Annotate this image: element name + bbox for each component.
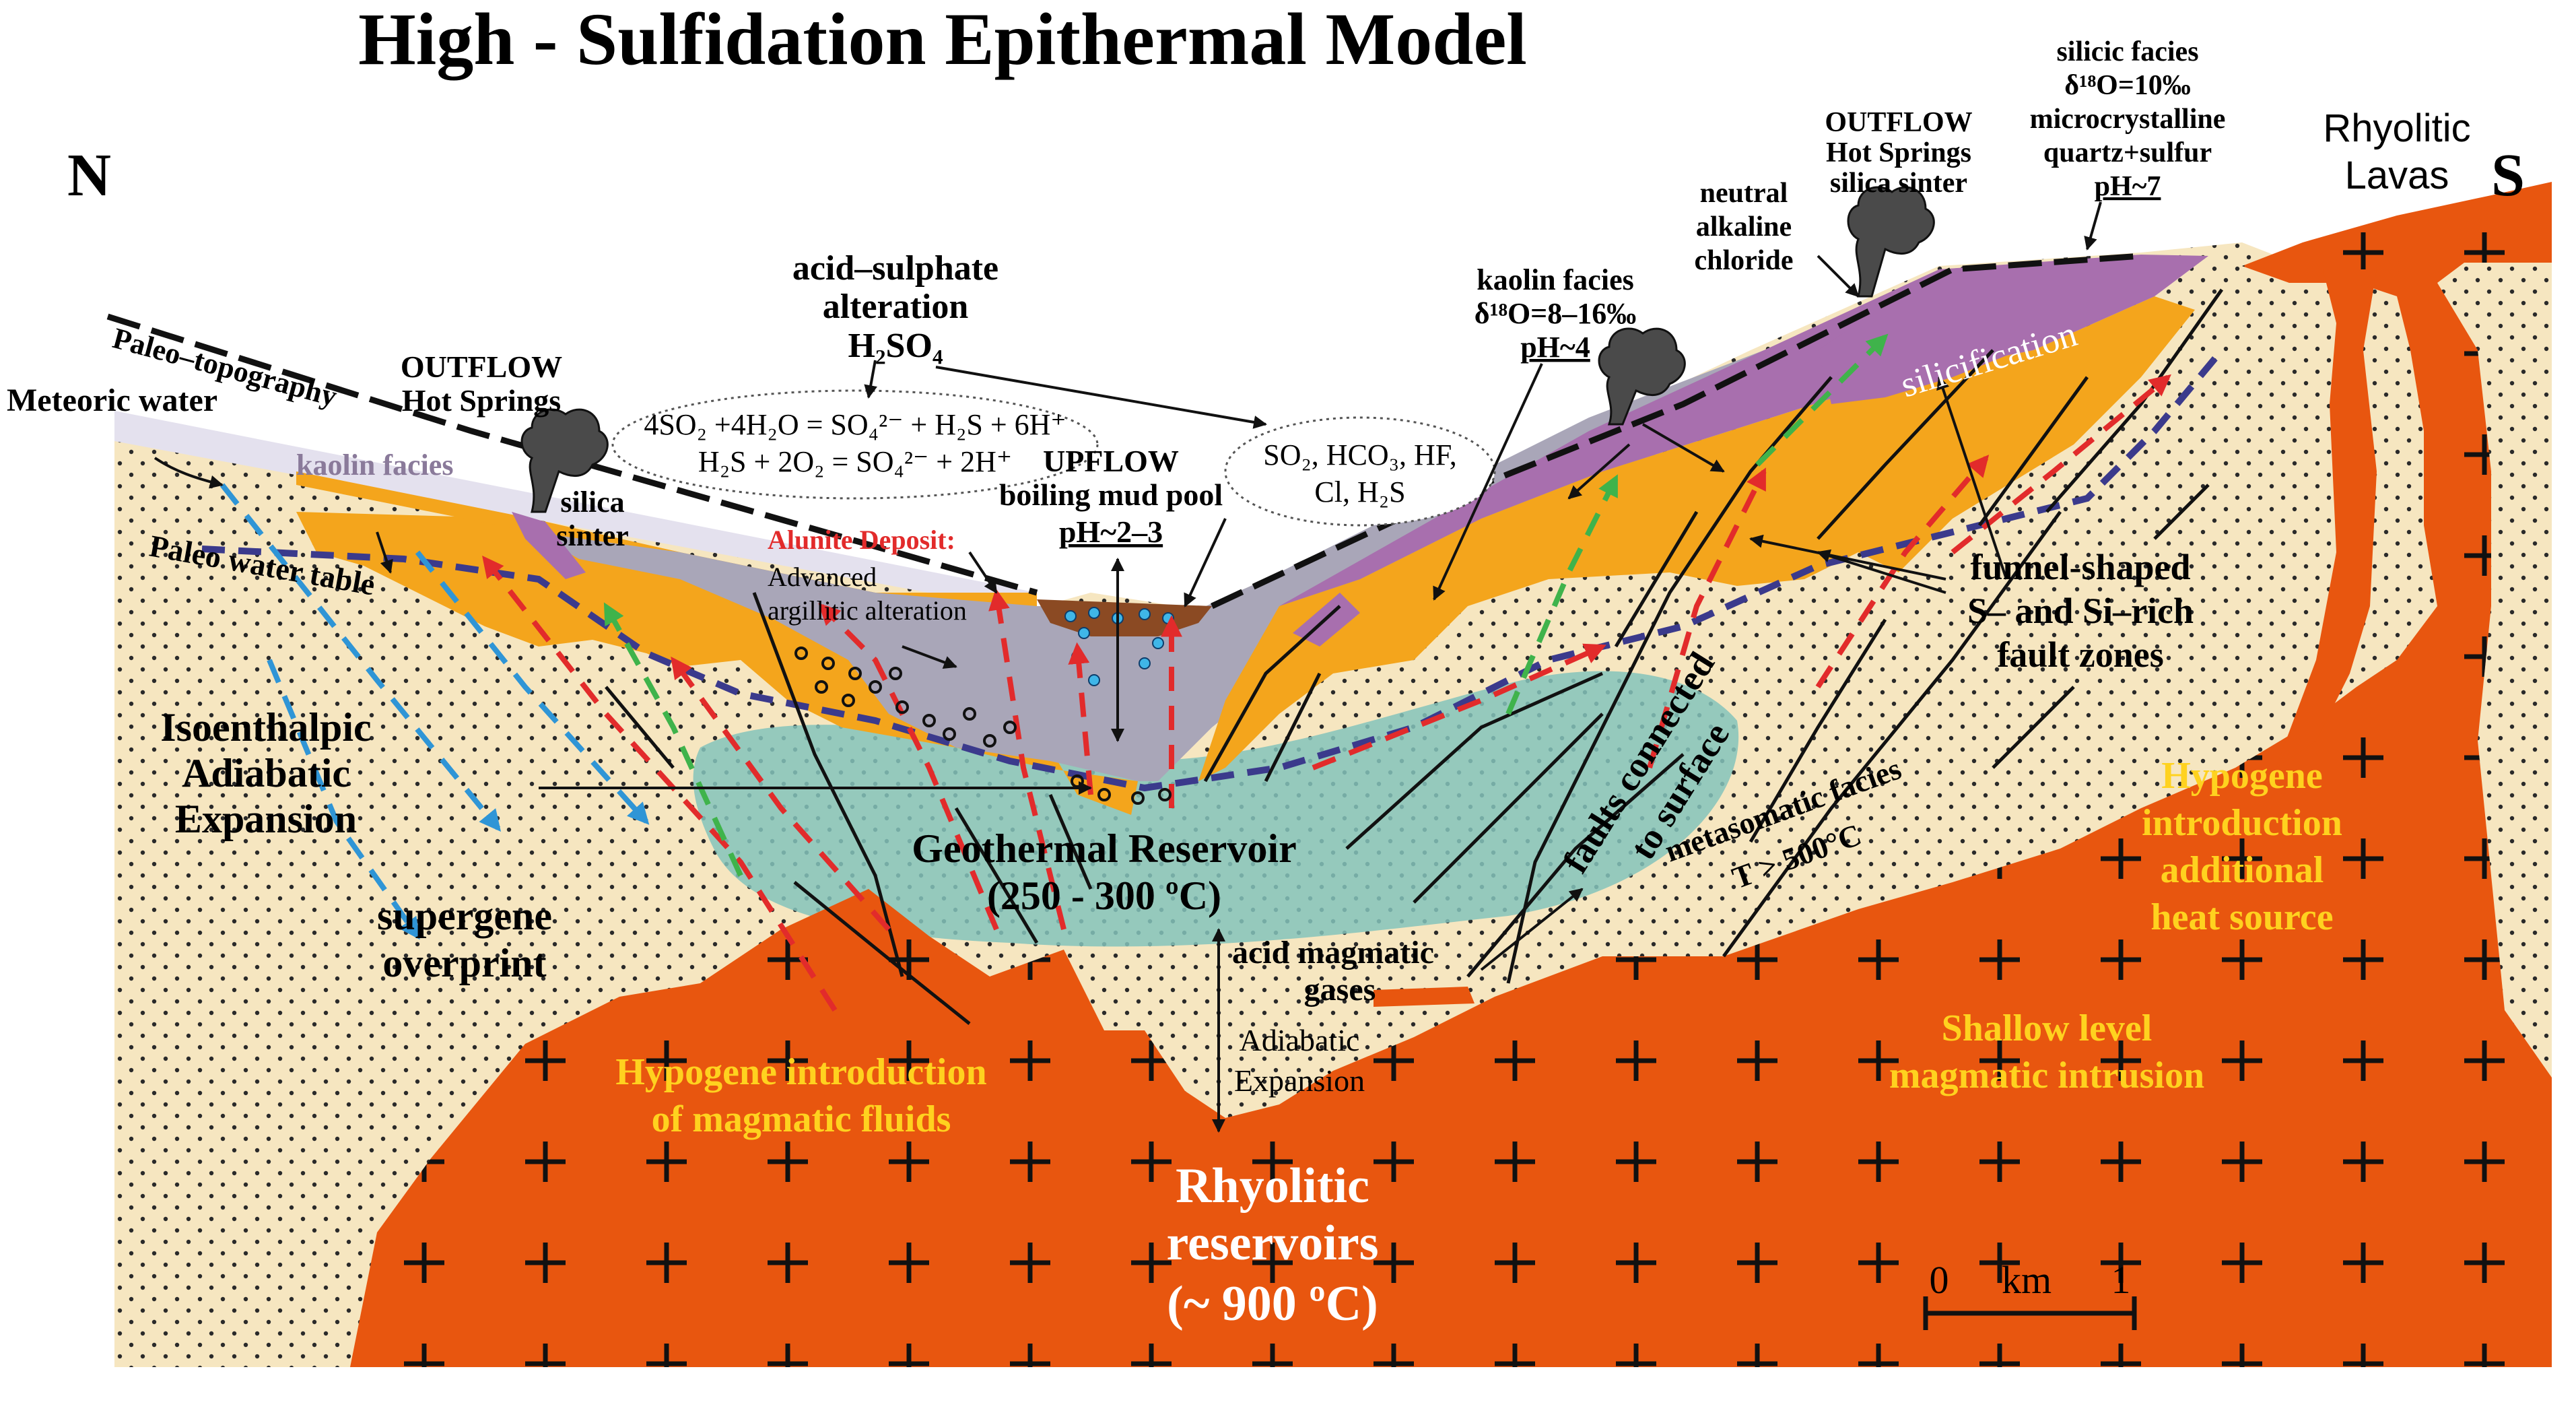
neutral-alkaline-label-2: alkaline: [1696, 211, 1792, 242]
isoenthalpic-label-1: Isoenthalpic: [160, 705, 371, 750]
outflow-left-label-2: Hot Springs: [402, 383, 561, 418]
shallow-intrusion-label-1: Shallow level: [1942, 1007, 2153, 1049]
silicic-facies-label-5: pH~7: [2095, 171, 2161, 202]
silicic-facies-label-1: silicic facies: [2056, 36, 2198, 67]
rhyolitic-reservoirs-label-3: (~ 900 ºC): [1167, 1276, 1378, 1331]
outflow-right-label-2: Hot Springs: [1826, 137, 1971, 168]
rhyolitic-lavas-label-1: Rhyolitic: [2323, 106, 2470, 150]
kaolin-zone-left-upper: [296, 471, 1037, 626]
fault-lines: [605, 288, 2224, 1025]
hot-spring-plume-right: [1847, 186, 1935, 298]
funnel-shaped-label-3: fault zones: [1997, 634, 2163, 675]
advanced-argillic-label-2: argillitic alteration: [768, 595, 967, 626]
hypogene-magmatic-label-2: of magmatic fluids: [652, 1098, 951, 1140]
adiabatic-expansion-label-1: Adiabatic: [1240, 1023, 1360, 1057]
shallow-intrusion-label-2: magmatic intrusion: [1889, 1055, 2204, 1096]
diagram-title: High - Sulfidation Epithermal Model: [358, 0, 1527, 80]
magma-feeder-dyke: [2276, 269, 2377, 768]
silica-sinter-zone-left: [512, 512, 586, 579]
reaction-bubble: [611, 389, 1099, 500]
acid-leach-zone: [532, 350, 1791, 781]
isoenthalpic-label-3: Expansion: [175, 797, 357, 841]
hot-spring-plume-left: [520, 408, 609, 513]
advanced-argillic-label-1: Advanced: [768, 562, 877, 592]
acid-magmatic-gases-label-1: acid magmatic: [1232, 935, 1434, 970]
scale-bar: [1923, 1296, 2137, 1330]
reaction-1: 4SO₂ +4H₂O = SO₄²⁻ + H₂S + 6H⁺: [644, 408, 1066, 441]
acid-gas-patch: [1374, 987, 1475, 1007]
hypogene-additional-label-3: additional: [2161, 849, 2324, 891]
geothermal-reservoir-label-2: (250 - 300 ºC): [987, 873, 1221, 918]
acid-sulphate-label-1: acid–sulphate: [792, 249, 998, 288]
alunite-breccia-clasts: [794, 647, 1172, 805]
isoenthalpic-label-2: Adiabatic: [182, 751, 350, 795]
geothermal-reservoir-label-1: Geothermal Reservoir: [912, 826, 1296, 871]
adiabatic-expansion-label-2: Expansion: [1234, 1063, 1365, 1098]
rhyolitic-reservoirs-label-1: Rhyolitic: [1176, 1158, 1369, 1214]
meteoric-water-label: Meteoric water: [7, 383, 217, 418]
funnel-shaped-label-1: funnel-shaped: [1970, 547, 2190, 587]
gases-label-1: SO₂, HCO₃, HF,: [1263, 438, 1457, 471]
hypogene-additional-label-1: Hypogene: [2161, 755, 2323, 797]
upflow-label-1: UPFLOW: [1043, 444, 1179, 478]
gases-label-2: Cl, H₂S: [1314, 475, 1405, 508]
neutral-alkaline-label-3: chloride: [1695, 245, 1794, 276]
meteoric-water-band: [114, 411, 1037, 613]
funnel-shaped-label-2: S– and Si–rich: [1967, 591, 2194, 631]
outflow-right-label-3: silica sinter: [1830, 168, 1967, 199]
supergene-label-1: supergene: [377, 894, 552, 938]
outflow-right-label-1: OUTFLOW: [1825, 107, 1972, 138]
silicic-zone-upper: [1818, 255, 2208, 404]
silicic-facies-label-2: δ¹⁸O=10‰: [2064, 70, 2191, 101]
hypogene-additional-label-4: heat source: [2150, 896, 2333, 938]
pointer-arrows: [154, 201, 2102, 1133]
kaolin-facies-right-label-3: pH~4: [1520, 331, 1590, 364]
magma-body: [350, 182, 2552, 1367]
neutral-alkaline-label-1: neutral: [1700, 178, 1788, 209]
rhyolitic-reservoirs-label-2: reservoirs: [1166, 1216, 1378, 1271]
silicic-facies-label-4: quartz+sulfur: [2043, 137, 2212, 168]
scale-bar-start: 0: [1930, 1258, 1949, 1302]
north-label: N: [67, 142, 111, 209]
hot-spring-plume-center: [1598, 327, 1686, 426]
supergene-label-2: overprint: [382, 941, 546, 985]
silica-sinter-label-1: silica: [560, 486, 624, 519]
scale-bar-end: 1: [2111, 1258, 2131, 1302]
meteoric-flow-arrows: [219, 483, 650, 940]
gases-bubble: [1224, 416, 1496, 527]
south-label: S: [2491, 142, 2525, 209]
upflow-label-3: pH~2–3: [1059, 515, 1163, 549]
rhyolitic-lavas-label-2: Lavas: [2345, 154, 2449, 197]
silica-sinter-label-2: sinter: [556, 519, 629, 552]
scale-bar-unit: km: [2002, 1258, 2052, 1302]
acid-sulphate-label-2: alteration: [823, 288, 969, 326]
acid-sulphate-label-3: H₂SO₄: [848, 327, 943, 365]
kaolin-zone-right: [1198, 296, 2195, 781]
mud-pool-bubbles: [1064, 607, 1174, 686]
kaolin-facies-right-label-2: δ¹⁸O=8–16‰: [1475, 297, 1637, 330]
alunite-deposit-label: Alunite Deposit:: [768, 525, 955, 555]
upflow-label-2: boiling mud pool: [999, 477, 1223, 512]
green-flow-arrows: [603, 333, 1889, 877]
kaolin-facies-right-label-1: kaolin facies: [1477, 263, 1633, 296]
silicic-facies-label-3: microcrystalline: [2030, 104, 2226, 135]
kaolin-facies-left-label: kaolin facies: [296, 449, 453, 482]
hypogene-additional-label-2: introduction: [2142, 802, 2342, 844]
paleo-topography-line: [106, 253, 2142, 609]
outflow-left-label-1: OUTFLOW: [401, 350, 562, 384]
acid-magmatic-gases-label-2: gases: [1304, 972, 1376, 1007]
hypogene-magmatic-label-1: Hypogene introduction: [615, 1051, 986, 1093]
reaction-2: H₂S + 2O₂ = SO₄²⁻ + 2H⁺: [698, 445, 1012, 478]
